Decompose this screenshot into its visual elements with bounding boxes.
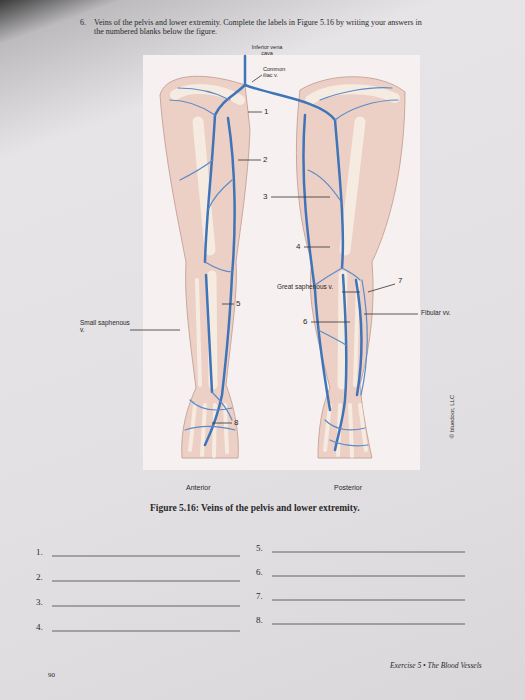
vessel-label: Common iliac v. <box>263 66 293 79</box>
bones <box>197 280 200 385</box>
veins <box>206 275 212 392</box>
vessel-label: Fibular vv. <box>421 309 451 316</box>
blank-number: 5. <box>256 543 263 553</box>
bones <box>198 122 210 250</box>
view-label: Posterior <box>334 484 362 492</box>
leader-lines <box>222 304 234 305</box>
vessel-label: Small saphenous v. <box>80 319 130 334</box>
leader-lines <box>212 423 232 424</box>
vein-branches <box>308 170 346 345</box>
vein-branches <box>315 268 360 285</box>
running-footer: Exercise 5 • The Blood Vessels <box>390 662 482 671</box>
leader-lines <box>130 330 180 331</box>
vein-branches <box>185 400 235 430</box>
veins <box>205 115 215 262</box>
bones <box>325 405 366 456</box>
blank-number: 3. <box>36 597 43 607</box>
bones <box>212 275 213 385</box>
answer-blanks <box>272 600 465 601</box>
answer-blanks <box>52 581 240 582</box>
question-number: 6. <box>80 18 86 27</box>
blank-number: 7. <box>256 591 263 601</box>
leg-skin <box>160 76 250 458</box>
veins <box>244 56 247 85</box>
bones <box>345 122 360 250</box>
vein-branches <box>170 88 230 115</box>
view-label: Anterior <box>186 484 211 492</box>
answer-blanks <box>52 606 240 607</box>
leg-skin <box>296 77 405 458</box>
leader-lines <box>364 314 418 315</box>
leader-lines <box>248 112 262 113</box>
leader-lines <box>368 284 395 292</box>
vessel-label: Inferior vena cava <box>250 44 284 57</box>
callout-number: 5 <box>236 299 240 308</box>
bones <box>175 89 395 456</box>
vein-branches <box>180 160 232 210</box>
callout-number: 7 <box>398 276 402 285</box>
blank-number: 1. <box>36 547 43 557</box>
page-number: 90 <box>48 671 55 679</box>
vein-branches <box>170 88 398 446</box>
leader-lines <box>304 247 330 248</box>
answer-blanks <box>272 624 465 625</box>
answer-blanks <box>52 556 240 557</box>
veins <box>356 280 361 395</box>
blank-number: 8. <box>256 615 263 625</box>
callout-number: 6 <box>303 317 307 326</box>
callout-number: 1 <box>264 107 268 116</box>
answer-blanks <box>272 552 465 553</box>
veins <box>245 85 335 120</box>
callout-number: 3 <box>263 192 267 201</box>
callout-number: 8 <box>234 418 238 427</box>
vein-branches <box>325 420 368 446</box>
vein-branches <box>320 88 398 120</box>
blank-number: 4. <box>36 622 43 632</box>
answer-blanks <box>52 552 465 631</box>
answer-blanks <box>52 631 240 632</box>
answer-blanks <box>272 576 465 577</box>
vein-branches <box>205 262 233 420</box>
veins <box>335 275 346 450</box>
blank-number: 6. <box>256 567 263 577</box>
question-text: Veins of the pelvis and lower extremity.… <box>94 18 424 36</box>
vein-branches <box>361 280 367 395</box>
figure-caption: Figure 5.16: Veins of the pelvis and low… <box>150 503 360 514</box>
leader-lines <box>252 75 262 82</box>
blank-number: 2. <box>36 572 43 582</box>
leader-lines <box>271 197 330 198</box>
veins <box>205 118 235 445</box>
vessel-label: Great saphenous v. <box>270 283 340 290</box>
veins <box>205 56 361 450</box>
leader-lines <box>311 322 350 323</box>
bones <box>190 405 227 456</box>
figure-ground <box>143 55 420 470</box>
copyright-note: © bluedoor, LLC <box>449 395 456 438</box>
leader-lines <box>130 75 418 423</box>
leg-skin <box>160 76 405 458</box>
veins <box>303 115 330 410</box>
callout-number: 2 <box>263 155 267 164</box>
callout-number: 4 <box>296 242 300 251</box>
leader-lines <box>342 292 360 293</box>
leader-lines <box>238 160 261 161</box>
